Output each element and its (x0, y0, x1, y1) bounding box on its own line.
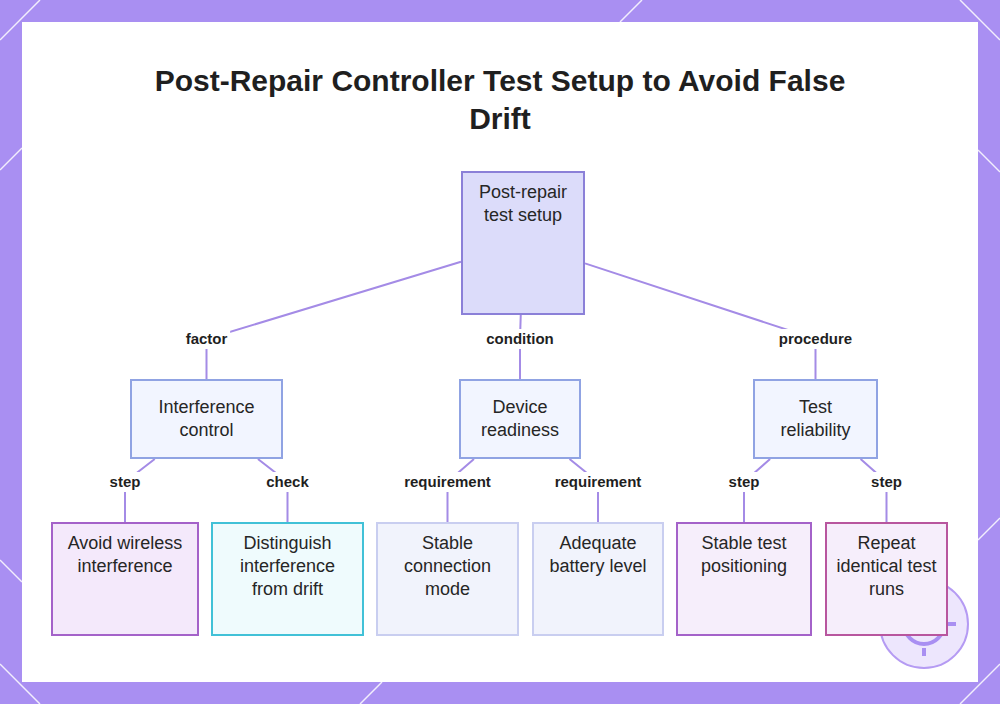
edge-label: check (263, 472, 312, 492)
edge-label: step (107, 472, 144, 492)
edge-label: step (726, 472, 763, 492)
category-box: Interference control (130, 379, 283, 459)
leaf-box: Stable test positioning (676, 522, 812, 636)
node-label: Test reliability (763, 396, 868, 442)
leaf-box: Avoid wireless interference (51, 522, 199, 636)
category-box: Test reliability (753, 379, 878, 459)
edge-label: requirement (401, 472, 494, 492)
edge-label: requirement (552, 472, 645, 492)
node-label: Adequate battery level (542, 532, 654, 578)
node-label: Stable test positioning (686, 532, 802, 578)
category-box: Device readiness (459, 379, 581, 459)
connector-line (585, 263, 816, 379)
node-label: Avoid wireless interference (61, 532, 189, 578)
edge-label: factor (183, 329, 231, 349)
diagram-title: Post-Repair Controller Test Setup to Avo… (150, 62, 850, 138)
node-label: Device readiness (469, 396, 571, 442)
node-label: Post-repair test setup (471, 181, 575, 227)
connector-line (207, 262, 462, 379)
leaf-box: Distinguish interference from drift (211, 522, 364, 636)
node-label: Distinguish interference from drift (221, 532, 354, 601)
edge-label: condition (483, 329, 557, 349)
root-box: Post-repair test setup (461, 171, 585, 315)
edge-label: procedure (776, 329, 855, 349)
leaf-box: Adequate battery level (532, 522, 664, 636)
leaf-box: Stable connection mode (376, 522, 519, 636)
node-label: Stable connection mode (386, 532, 509, 601)
node-label: Repeat identical test runs (835, 532, 938, 601)
edge-label: step (868, 472, 905, 492)
node-label: Interference control (140, 396, 273, 442)
leaf-box: Repeat identical test runs (825, 522, 948, 636)
